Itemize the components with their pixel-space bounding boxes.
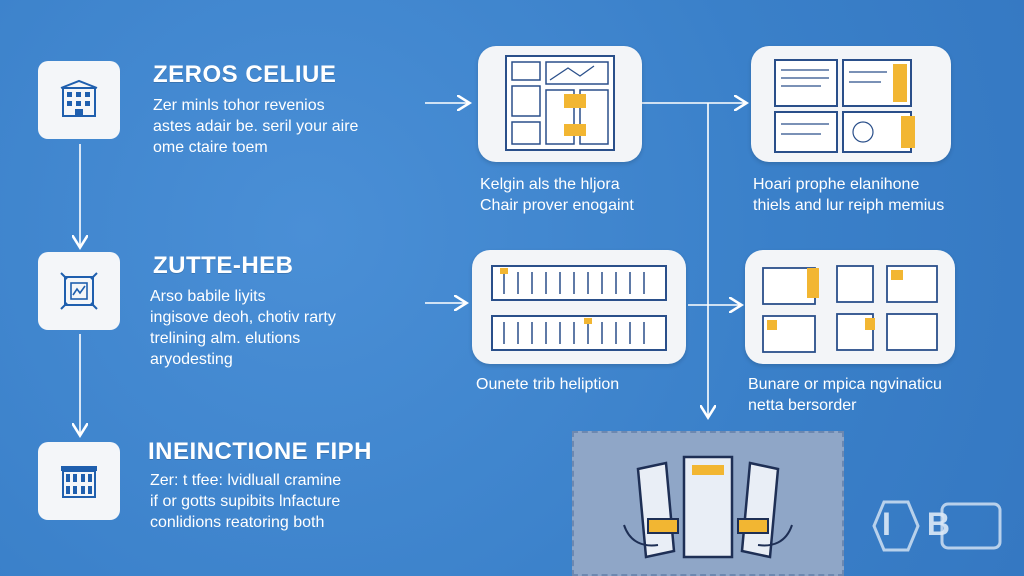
card-documents: [751, 46, 951, 162]
step3-icon-box: [38, 442, 120, 520]
step2-line: Arso babile liyits: [150, 288, 266, 305]
card-forms-grid: [745, 250, 955, 364]
forms-illustration: [762, 265, 938, 353]
logo-mark: [872, 500, 1002, 552]
step2-icon-box: [38, 252, 120, 330]
card2-caption: Hoari prophe elanihone thiels and lur re…: [753, 174, 944, 216]
card-figures-rows: [472, 250, 686, 364]
figures-illustration: [491, 265, 667, 351]
library-icon: [61, 466, 97, 498]
card1-caption-line: Chair prover enogaint: [480, 197, 634, 214]
step3-description: Zer: t tfee: lvidluall cramine if or got…: [150, 470, 410, 533]
frame-icon: [60, 272, 98, 310]
step1-title: ZEROS CELIUE: [153, 61, 337, 88]
step1-line: astes adair be. seril your aire: [153, 118, 359, 135]
step2-line: aryodesting: [150, 351, 233, 368]
brand-logo: IB: [866, 496, 1006, 556]
card4-caption: Bunare or mpica ngvinaticu netta bersord…: [748, 374, 942, 416]
card3-caption: Ounete trib heliption: [476, 374, 619, 395]
step2-line: trelining alm. elutions: [150, 330, 301, 347]
step3-line: if or gotts supibits lnfacture: [150, 493, 341, 510]
card1-caption: Kelgin als the hljora Chair prover enoga…: [480, 174, 634, 216]
wireframe-illustration: [505, 55, 615, 151]
step2-line: ingisove deoh, chotiv rarty: [150, 309, 336, 326]
card3-caption-line: Ounete trib heliption: [476, 376, 620, 393]
card4-caption-line: netta bersorder: [748, 397, 857, 414]
result-panel: [572, 431, 844, 576]
documents-illustration: [774, 59, 915, 153]
card2-caption-line: thiels and lur reiph memius: [753, 197, 945, 214]
step1-icon-box: [38, 61, 120, 139]
building-icon: [60, 79, 98, 117]
step2-title: ZUTTE-HEB: [153, 252, 294, 279]
servers-illustration: [623, 455, 793, 559]
card2-caption-line: Hoari prophe elanihone: [753, 176, 920, 193]
step3-title: INEINCTIONE FIPH: [148, 438, 373, 465]
step3-line: conlidions reatoring both: [150, 514, 325, 531]
step1-line: ome ctaire toem: [153, 139, 268, 156]
card-layout-sketch: [478, 46, 642, 162]
card4-caption-line: Bunare or mpica ngvinaticu: [748, 376, 942, 393]
step1-line: Zer minls tohor revenios: [153, 97, 325, 114]
step3-line: Zer: t tfee: lvidluall cramine: [150, 472, 342, 489]
logo-text: IB: [882, 506, 986, 542]
step1-description: Zer minls tohor revenios astes adair be.…: [153, 95, 413, 158]
step2-description: Arso babile liyits ingisove deoh, chotiv…: [150, 286, 410, 370]
card1-caption-line: Kelgin als the hljora: [480, 176, 620, 193]
